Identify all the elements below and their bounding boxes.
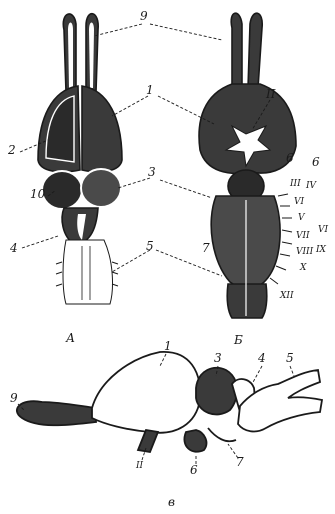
label-b-iv: IV (305, 181, 318, 191)
label-a-5: 5 (146, 239, 154, 253)
panel-c-lateral-view (17, 352, 322, 452)
label-b-ix: IX (315, 245, 327, 255)
label-a-3: 3 (148, 165, 156, 179)
panel-a-dorsal-view (38, 14, 122, 304)
cerebral-hemisphere-right (82, 86, 122, 172)
label-b-vi: VI (318, 225, 328, 235)
midbrain-lateral (196, 368, 237, 415)
label-a-1: 1 (146, 83, 154, 97)
label-c-ii: II (135, 461, 144, 471)
caption-panel-c: в (168, 495, 175, 509)
midbrain-left-lobe (42, 171, 82, 209)
label-c-4: 4 (257, 351, 266, 365)
label-a-9: 9 (140, 9, 148, 23)
label-c-3: 3 (214, 351, 222, 365)
caption-panel-a: А (65, 331, 75, 345)
label-b-vi-upper: VI (294, 197, 304, 207)
olfactory-bulb-left-b (231, 13, 242, 88)
medulla-lateral (238, 370, 322, 431)
label-c-9: 9 (10, 391, 18, 405)
label-b-roman-ii-top: II (265, 87, 276, 101)
midbrain-right-lobe (81, 169, 121, 207)
label-c-5: 5 (286, 351, 294, 365)
label-b-x: X (299, 263, 307, 273)
caption-panel-b: Б (233, 333, 243, 347)
label-a-4: 4 (9, 241, 18, 255)
label-c-6: 6 (190, 463, 198, 477)
label-b-iii: III (289, 179, 301, 189)
medulla-ventral (227, 284, 267, 318)
label-b-v: V (298, 213, 306, 223)
cerebrum-lateral (92, 352, 200, 433)
label-b-vii: VII (296, 231, 310, 241)
label-b-6a: 6 (286, 151, 294, 165)
label-b-7: 7 (202, 241, 210, 255)
label-c-1: 1 (164, 339, 172, 353)
olfactory-bulb-lateral (17, 401, 96, 425)
hypophysis-lateral (184, 430, 206, 452)
olfactory-bulb-right-b (248, 13, 262, 88)
label-b-xii: XII (279, 291, 294, 301)
label-b-viii: VIII (296, 247, 314, 257)
label-b-6b: 6 (312, 155, 320, 169)
medulla-spinal-cord (63, 240, 112, 304)
label-a-2: 2 (7, 143, 16, 157)
label-a-10: 10 (30, 187, 46, 201)
optic-nerve-lateral (138, 430, 158, 452)
